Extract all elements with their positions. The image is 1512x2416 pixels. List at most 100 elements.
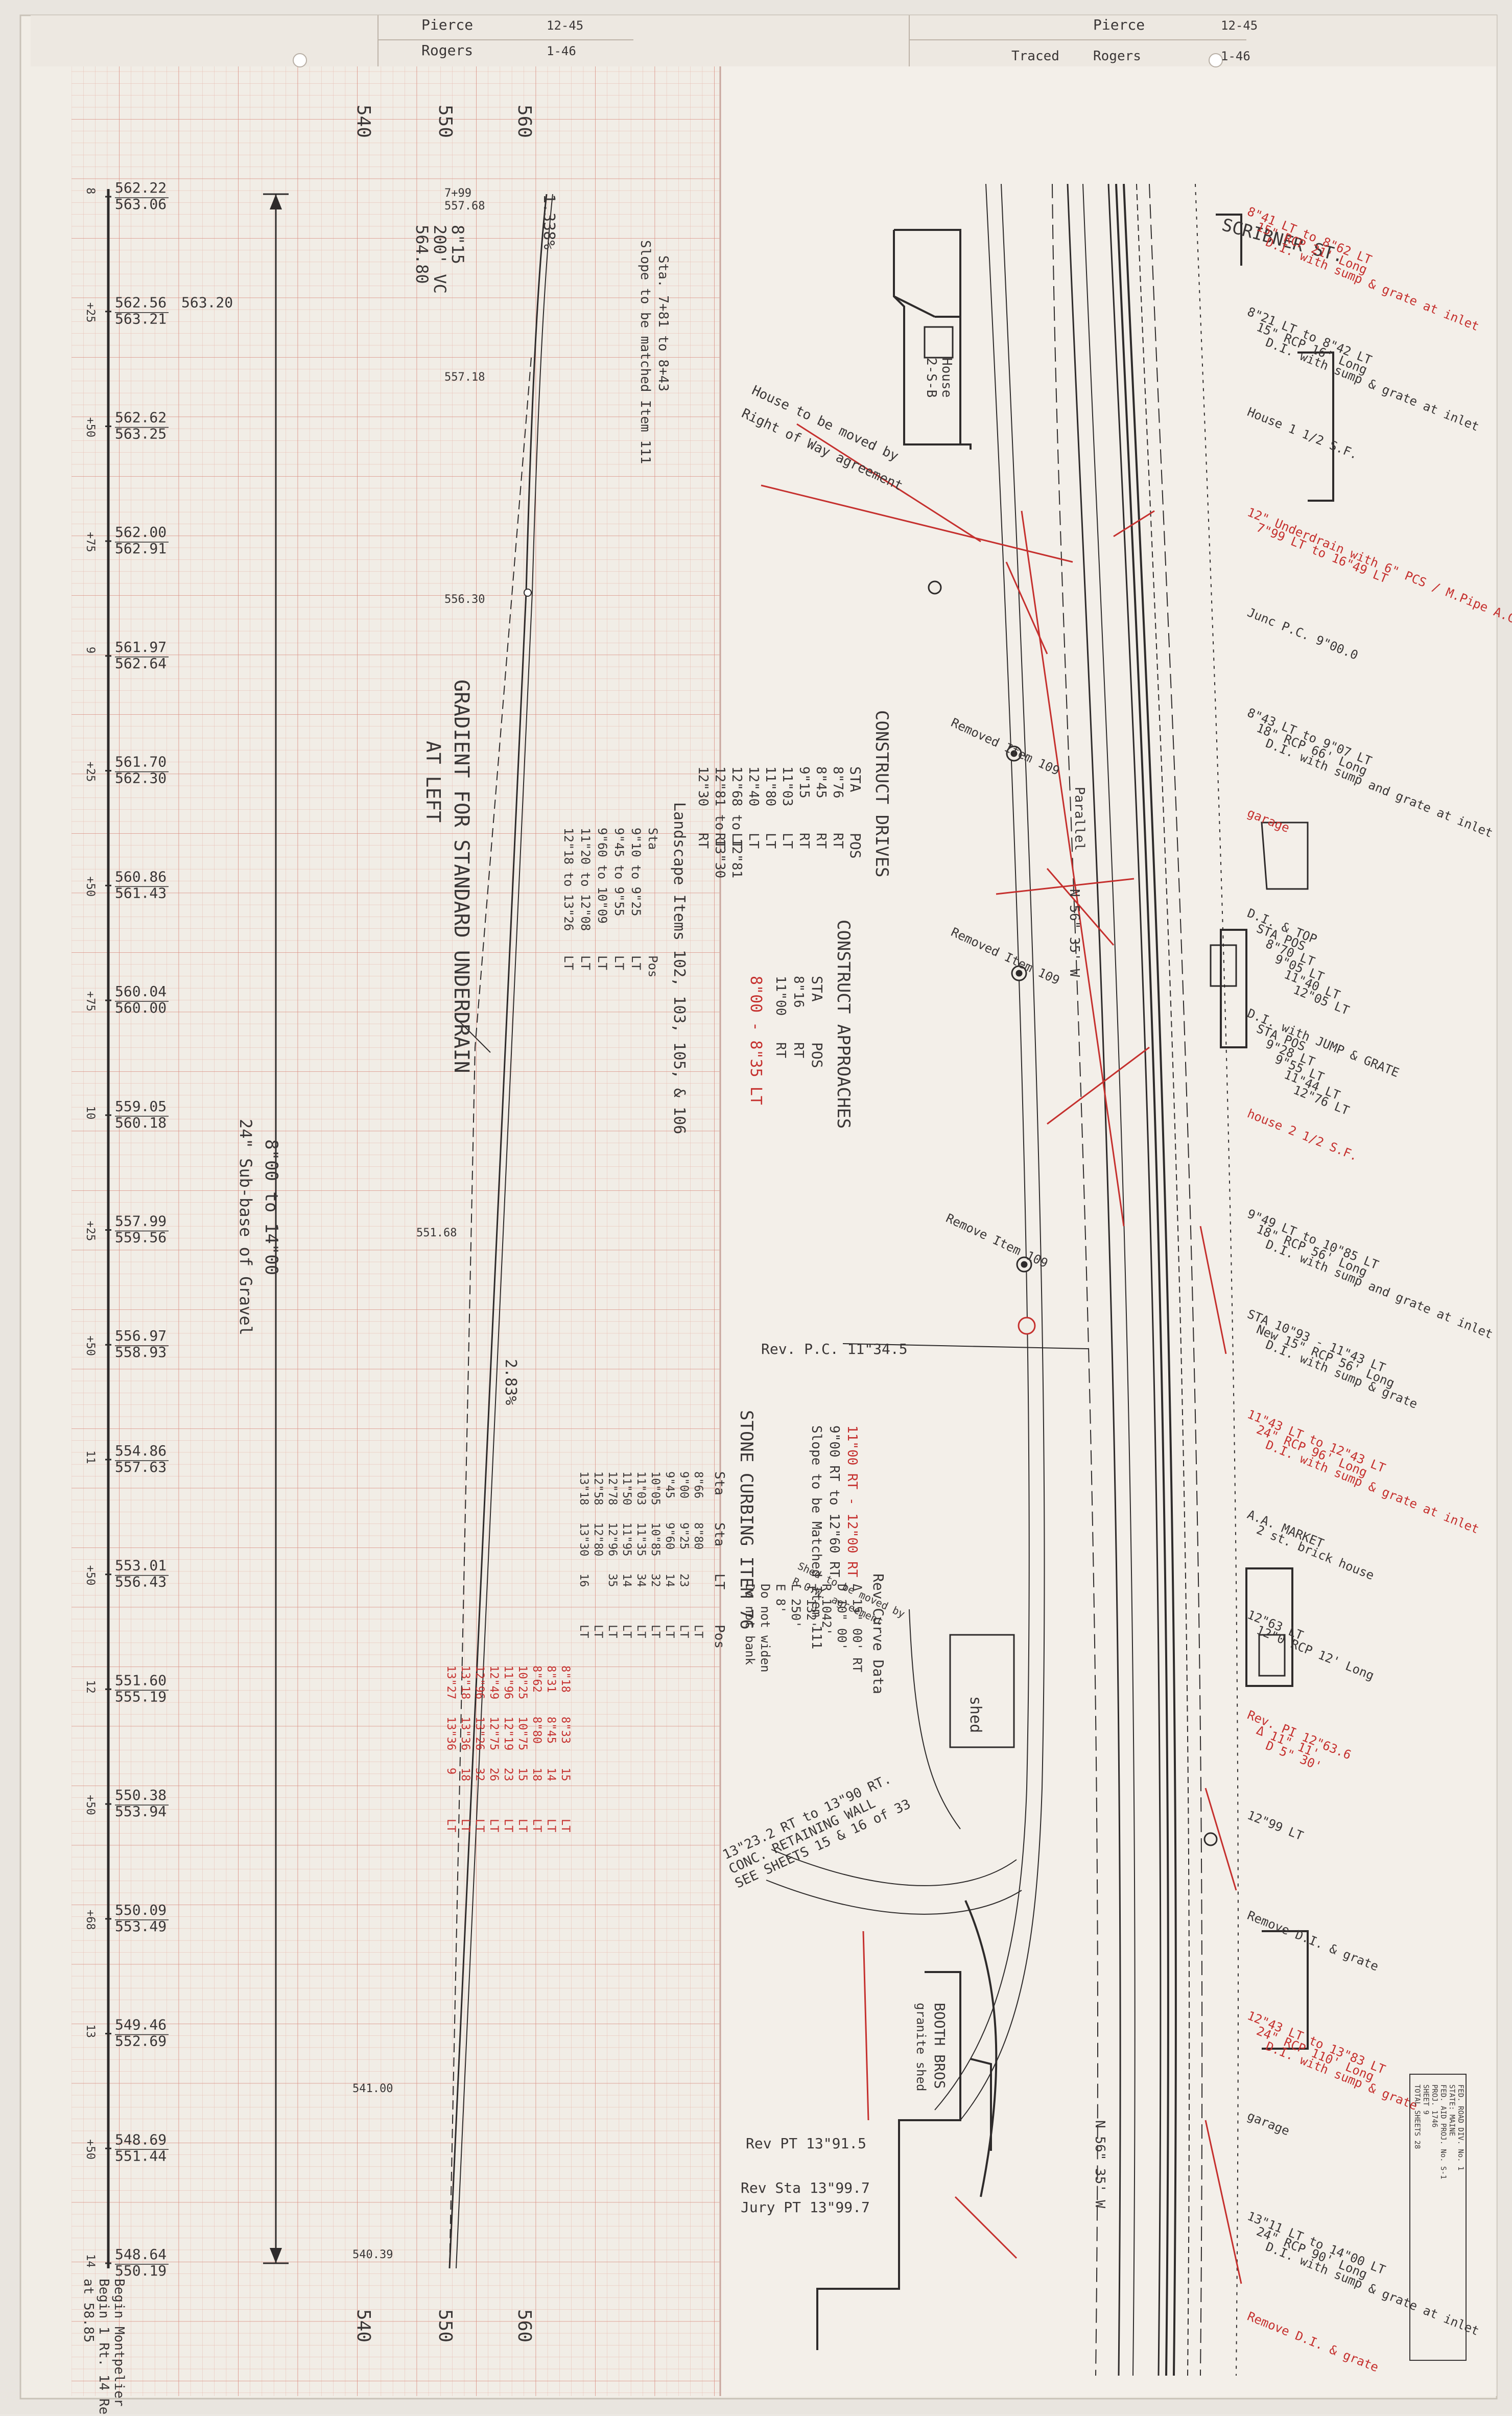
elevation-scale-bottom: 540 550 560 [353, 2309, 535, 2342]
curbing-red-cell: 8"80 [530, 1717, 543, 1744]
approaches-table-cell: RT [791, 1042, 806, 1059]
drives-table-cell: LT [746, 833, 761, 849]
extra-elevation: 563.20 [181, 294, 233, 311]
drives-table-cell: RT [712, 833, 727, 849]
station-label: 10 [84, 1106, 97, 1120]
curve-data-cell: D 10" 00' [835, 1584, 849, 1650]
booth-label: granite shed [914, 2003, 928, 2091]
title-name-2: Rogers [421, 42, 473, 59]
station-label: 11 [84, 1450, 97, 1464]
station-label: 12 [84, 1680, 97, 1694]
ground-elevation: 563.06 [115, 196, 167, 213]
pct-label: 1.338% [540, 194, 558, 249]
house-label: 2-S-B [924, 358, 939, 397]
curbing-cell: 9"00 [677, 1471, 690, 1498]
sheet-info-cell: PROJ. 1746 [1430, 2084, 1438, 2127]
vc-label: 200' VC [430, 225, 450, 294]
curbing-red-cell: 11"96 [502, 1666, 514, 1699]
ground-elevation: 562.64 [115, 655, 167, 672]
landscape-cell: LT [578, 955, 593, 970]
rev-pt-label: Rev PT 13"91.5 [746, 2135, 866, 2152]
booth-label: BOOTH BROS [931, 2003, 948, 2089]
curbing-red-cell: 14 [545, 1768, 557, 1781]
utility-poles [928, 580, 1218, 1846]
station-label: +50 [84, 1335, 97, 1356]
curbing-cell: 8"66 [692, 1471, 704, 1498]
approaches-table-cell: RT [773, 1042, 788, 1059]
curbing-red-cell: 8"31 [545, 1666, 557, 1693]
ground-elevation: 559.56 [115, 1229, 167, 1246]
drives-table-cell: LT [763, 833, 778, 849]
station-label: +75 [84, 532, 97, 552]
grade-label: 557.68 [444, 200, 485, 213]
bottom-note: at 58.85 [81, 2279, 96, 2342]
sheet-info-cell: STATE: MAINE [1448, 2084, 1456, 2136]
title-name-1: Pierce [421, 16, 473, 33]
grade-label: 556.30 [444, 593, 485, 606]
subbase-range: 8"00 to 14"00 [261, 1139, 281, 1275]
landscape-cell: 9"45 to 9"55 [612, 828, 626, 916]
curbing-red-cell: 13"27 [444, 1666, 457, 1699]
curbing-cell: 8"80 [692, 1522, 704, 1550]
road-alignment [766, 183, 1239, 2376]
curbing-cell: 13"30 [577, 1522, 590, 1556]
curbing-red-cell: LT [487, 1819, 500, 1833]
grade-label: 7+99 [444, 187, 471, 200]
curbing-header: LT [712, 1574, 727, 1590]
curbing-red-cell: 26 [487, 1768, 500, 1781]
match-note: Slope to be matched Item 111 [637, 240, 653, 464]
curbing-red-cell: 23 [502, 1768, 514, 1781]
landscape-cell: Pos [646, 955, 660, 977]
curbing-red-cell: 13"26 [473, 1717, 486, 1750]
station-label: +50 [84, 1565, 97, 1586]
title-name-3: Pierce [1093, 16, 1145, 33]
profile-grid [72, 66, 720, 2396]
curbing-cell: 10"85 [649, 1522, 662, 1556]
profile-grade-lines [448, 194, 553, 2269]
title-date-1: 12-45 [547, 18, 583, 33]
curbing-header: Sta [712, 1522, 727, 1546]
curve-data-cell: Δ 15" 00' RT [850, 1584, 864, 1672]
title-date-3: 12-45 [1221, 18, 1258, 33]
curbing-red-cell: 12"96 [473, 1666, 486, 1699]
curbing-cell: 34 [634, 1574, 647, 1587]
curbing-cell: LT [692, 1625, 704, 1638]
ground-elevation: 553.94 [115, 1803, 167, 1820]
curbing-cell: 11"95 [620, 1522, 633, 1556]
station-label: +50 [84, 417, 97, 437]
approaches-table-header: POS [809, 1042, 825, 1068]
drives-table-cell: RT [695, 833, 711, 849]
bottom-note: Begin Montpelier 14 [111, 2279, 127, 2414]
curbing-header: Pos [712, 1625, 727, 1649]
drives-table-cell: LT [779, 833, 795, 849]
grade-elevation: 560.86 [115, 868, 167, 885]
curve-data-cell: Do not bank [743, 1584, 757, 1665]
curbing-cell: 16 [577, 1574, 590, 1587]
drives-table-cell: 11"80 [763, 766, 778, 806]
ground-elevation: 552.69 [115, 2033, 167, 2050]
drives-table-header: STA [847, 766, 864, 792]
curbing-cell: 32 [649, 1574, 662, 1587]
curbing-cell: 12"78 [606, 1471, 619, 1505]
landscape-cell: 11"20 to 12"08 [578, 828, 593, 931]
jury-pt-label: Jury PT 13"99.7 [741, 2199, 870, 2216]
ground-elevation: 556.43 [115, 1574, 167, 1590]
traced-label: Traced [1011, 49, 1059, 64]
station-label: +50 [84, 2139, 97, 2160]
ground-elevation: 561.43 [115, 884, 167, 901]
sheet-info-cell: FED. AID PROJ. No. S-1 [1439, 2084, 1447, 2179]
curbing-red-cell: 13"36 [444, 1717, 457, 1750]
curbing-red-cell: LT [516, 1819, 529, 1833]
curbing-cell: 11"03 [634, 1471, 647, 1505]
ground-elevation: 560.00 [115, 999, 167, 1016]
curbing-title: STONE CURBING ITEM 76 [736, 1410, 757, 1630]
red-markups [761, 423, 1242, 2284]
curbing-cell: 23 [677, 1574, 690, 1587]
drives-table-cell: 11"03 [779, 766, 795, 806]
curbing-red-cell: 15 [559, 1768, 572, 1781]
